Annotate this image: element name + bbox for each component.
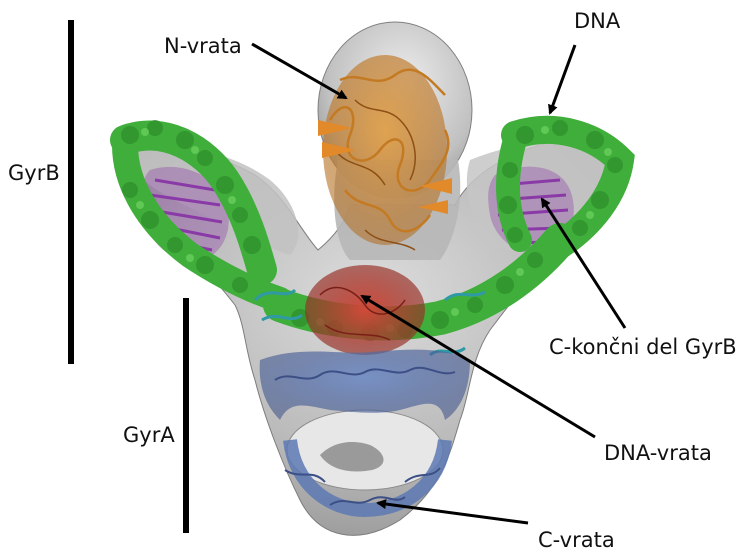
- label-n-gate: N-vrata: [164, 36, 242, 57]
- label-dna-gate: DNA-vrata: [604, 443, 712, 464]
- dna-right-loop-inner: [508, 140, 520, 240]
- arrow-dna: [550, 45, 575, 113]
- label-gyrb: GyrB: [8, 163, 60, 184]
- dna-gate-core: [305, 265, 425, 355]
- label-c-term-gyrb: C-končni del GyrB: [549, 337, 737, 358]
- label-dna: DNA: [574, 11, 620, 32]
- label-gyra: GyrA: [123, 425, 175, 446]
